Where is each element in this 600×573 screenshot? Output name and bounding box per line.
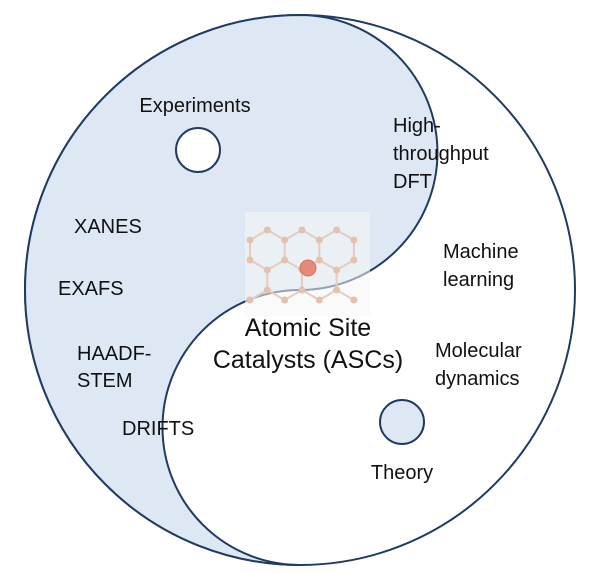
lattice-atom [263, 286, 271, 294]
lattice-atom [315, 296, 323, 304]
lattice-atom [281, 296, 289, 304]
lattice-atom [246, 296, 254, 304]
single-atom-site [299, 259, 317, 277]
center-title-line1: Atomic Site [245, 314, 371, 342]
lattice-atom [281, 236, 289, 244]
lattice-atom [298, 286, 306, 294]
lattice-atoms [246, 226, 358, 304]
experiments-item-xanes: XANES [74, 216, 142, 238]
lattice-atom [246, 236, 254, 244]
experiments-item-drifts: DRIFTS [122, 418, 194, 440]
theory-item-throughput: throughput [393, 143, 489, 165]
lattice-atom [333, 266, 341, 274]
lattice-atom [298, 226, 306, 234]
lattice-atom [350, 236, 358, 244]
experiments-item-haadf: HAADF- [77, 343, 151, 365]
theory-title: Theory [371, 462, 433, 484]
theory-item-machine: Machine [443, 241, 519, 263]
lattice-atom [315, 236, 323, 244]
lattice-atom [333, 226, 341, 234]
lattice-atom [246, 256, 254, 264]
graphene-lattice [245, 212, 370, 316]
lattice-atom [350, 256, 358, 264]
theory-item-dynamics: dynamics [435, 368, 519, 390]
center-title-line2: Catalysts (ASCs) [213, 346, 403, 374]
experiments-item-stem: STEM [77, 370, 133, 392]
lattice-atom [263, 266, 271, 274]
experiments-eye [175, 127, 221, 173]
theory-item-high: High- [393, 115, 441, 137]
theory-item-learning: learning [443, 269, 514, 291]
experiments-title: Experiments [139, 95, 250, 117]
lattice-atom [350, 296, 358, 304]
lattice-atom [315, 256, 323, 264]
lattice-atom [263, 226, 271, 234]
lattice-atom [281, 256, 289, 264]
theory-item-molecular: Molecular [435, 340, 522, 362]
theory-item-dft: DFT [393, 171, 432, 193]
experiments-item-exafs: EXAFS [58, 278, 124, 300]
experiments-region [24, 13, 439, 566]
theory-eye [379, 399, 425, 445]
lattice-atom [333, 286, 341, 294]
